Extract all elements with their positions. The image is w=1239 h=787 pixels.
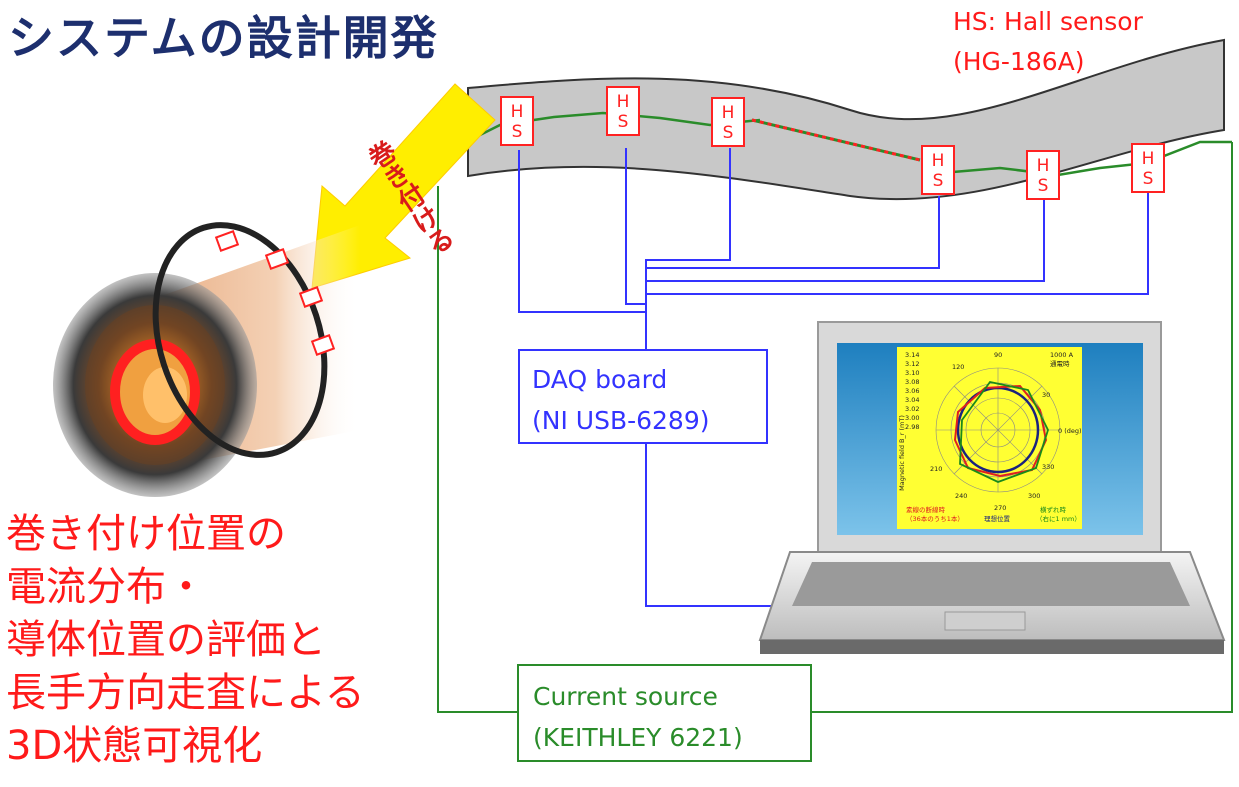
sensor-chain-line — [952, 140, 1232, 177]
plot-ytick: 3.02 — [905, 405, 920, 413]
plot-angle-label: 0 (deg) — [1058, 427, 1082, 435]
plot-ytick: 3.10 — [905, 369, 920, 377]
polar-plot-labels: 3.14 3.12 3.10 3.08 3.06 3.04 3.02 3.00 … — [897, 349, 1082, 529]
caption-line: 長手方向走査による — [6, 670, 365, 716]
sensor-letter-s: S — [722, 123, 734, 143]
legend-model: (HG-186A) — [953, 47, 1085, 76]
sensor-letter-s: S — [1037, 176, 1049, 196]
sensor-letter-h: H — [1036, 156, 1050, 176]
plot-ytick: 3.06 — [905, 387, 920, 395]
daq-board-name: DAQ board — [532, 365, 668, 394]
polar-plot-bg — [897, 347, 1082, 529]
plot-legend-shift-note: （右に1 mm） — [1036, 515, 1081, 523]
plot-ytick: 3.08 — [905, 378, 920, 386]
superconducting-tape — [467, 38, 1225, 201]
plot-ytick: 2.98 — [905, 423, 920, 431]
plot-corner-text: 通電時 — [1050, 360, 1070, 368]
sensor-letter-h: H — [1141, 149, 1155, 169]
sensor-letter-h: H — [616, 92, 630, 112]
plot-angle-label: 300 — [1028, 492, 1041, 500]
plot-angle-label: 30 — [1042, 391, 1051, 399]
plot-angle-label: 210 — [930, 465, 943, 473]
caption-line: 3D状態可視化 — [6, 723, 263, 769]
legend-label: HS: Hall sensor — [953, 7, 1143, 36]
plot-angle-label: 120 — [952, 363, 965, 371]
plot-legend-shift: 横ずれ時 — [1040, 506, 1066, 514]
daq-board-box: DAQ board (NI USB-6289) — [518, 349, 768, 444]
page-title: システムの設計開発 — [8, 11, 439, 65]
plot-angle-label: 90 — [994, 351, 1003, 359]
current-source-model: (KEITHLEY 6221) — [533, 723, 743, 752]
coil-illustration — [53, 222, 360, 497]
plot-ylabel: Magnetic field B_r (mT) — [897, 415, 906, 491]
caption-line: 導体位置の評価と — [6, 617, 326, 663]
plot-legend-broken-note: （36本のうち1本） — [906, 515, 964, 523]
sensor-letter-s: S — [511, 122, 523, 142]
sensor-letter-s: S — [932, 171, 944, 191]
laptop — [758, 321, 1226, 654]
current-source-name: Current source — [533, 682, 718, 711]
plot-ytick: 3.00 — [905, 414, 920, 422]
plot-angle-label: 240 — [955, 492, 968, 500]
plot-angle-label: 270 — [994, 504, 1007, 512]
plot-angle-label: 330 — [1042, 463, 1055, 471]
daq-wiring — [518, 148, 1149, 607]
plot-ytick: 3.12 — [905, 360, 920, 368]
sensor-chain-break — [751, 118, 921, 162]
sensor-letter-s: S — [1142, 169, 1154, 189]
power-wiring — [437, 142, 1233, 713]
sensor-letter-h: H — [721, 103, 735, 123]
plot-legend-broken: 素線の断線時 — [906, 506, 945, 514]
caption-block: 巻き付け位置の 電流分布・ 導体位置の評価と 長手方向走査による 3D状態可視化 — [6, 508, 365, 773]
daq-board-model: (NI USB-6289) — [532, 406, 710, 435]
plot-ytick: 3.04 — [905, 396, 920, 404]
sensor-letter-h: H — [931, 151, 945, 171]
plot-corner-text: 1000 A — [1050, 351, 1074, 359]
plot-ytick: 3.14 — [905, 351, 920, 359]
current-source-box: Current source (KEITHLEY 6221) — [517, 664, 812, 762]
sensor-letter-h: H — [510, 102, 524, 122]
caption-line: 電流分布・ — [6, 564, 206, 610]
plot-legend-ideal: 理想位置 — [984, 515, 1010, 523]
caption-line: 巻き付け位置の — [6, 511, 286, 557]
sensor-letter-s: S — [617, 112, 629, 132]
